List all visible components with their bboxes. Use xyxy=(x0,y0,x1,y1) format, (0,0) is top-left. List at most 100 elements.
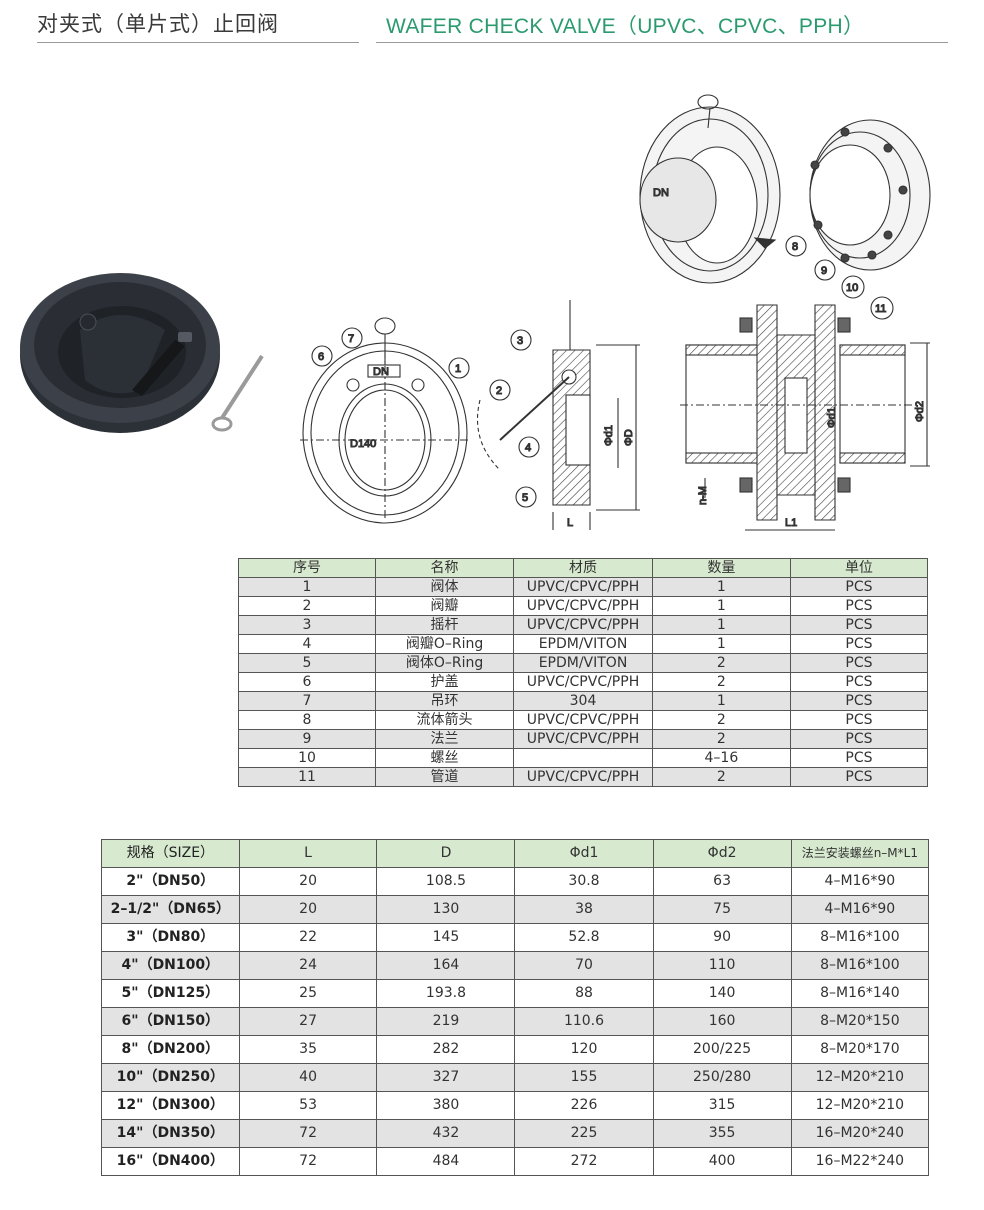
table-cell: 1 xyxy=(651,596,791,616)
table-cell: 护盖 xyxy=(374,672,515,692)
table-cell: 30.8 xyxy=(514,867,654,896)
table-cell: 63 xyxy=(652,867,792,896)
table-cell: 355 xyxy=(652,1119,792,1148)
callout-7: 7 xyxy=(348,333,354,345)
page-title-cn: 对夹式（单片式）止回阀 xyxy=(37,12,279,36)
table-cell: 35 xyxy=(238,1035,378,1064)
valve-photo xyxy=(20,273,264,433)
table-cell: PCS xyxy=(789,634,929,654)
table-cell: 90 xyxy=(652,923,792,952)
column-header: Φd2 xyxy=(652,839,792,868)
table-cell: 流体箭头 xyxy=(374,710,515,730)
table-cell: 管道 xyxy=(374,767,515,787)
table-cell: UPVC/CPVC/PPH xyxy=(513,615,653,635)
table-cell: 16–M20*240 xyxy=(790,1119,930,1148)
table-cell: EPDM/VITON xyxy=(513,653,653,673)
table-cell: 1 xyxy=(651,691,791,711)
table-cell: 10"（DN250） xyxy=(101,1063,240,1092)
callout-3: 3 xyxy=(517,335,523,347)
table-cell: 2–1/2"（DN65） xyxy=(101,895,240,924)
table-cell: 8–M20*150 xyxy=(790,1007,930,1036)
table-cell: 304 xyxy=(513,691,653,711)
table-cell: 阀体O–Ring xyxy=(374,653,515,673)
table-cell: 22 xyxy=(238,923,378,952)
table-cell: 20 xyxy=(238,895,378,924)
table-cell: 24 xyxy=(238,951,378,980)
table-cell: 8–M16*140 xyxy=(790,979,930,1008)
table-cell: 8 xyxy=(238,710,376,730)
table-cell: 5"（DN125） xyxy=(101,979,240,1008)
callout-6: 6 xyxy=(318,351,324,363)
table-cell: PCS xyxy=(789,691,929,711)
table-cell: 75 xyxy=(652,895,792,924)
table-cell: 8–M16*100 xyxy=(790,951,930,980)
table-cell: 25 xyxy=(238,979,378,1008)
valve-drawing: DN 8 DN D140 7 6 1 xyxy=(20,94,931,531)
table-cell: 72 xyxy=(238,1147,378,1176)
cap-mark: DN xyxy=(653,187,669,199)
table-cell: 272 xyxy=(514,1147,654,1176)
table-cell: 16"（DN400） xyxy=(101,1147,240,1176)
table-cell: 72 xyxy=(238,1119,378,1148)
table-header-row: 序号名称材质数量单位 xyxy=(238,558,929,578)
callout-9: 9 xyxy=(821,265,827,277)
table-cell: UPVC/CPVC/PPH xyxy=(513,577,653,597)
table-cell: 10 xyxy=(238,748,376,768)
table-cell: PCS xyxy=(789,577,929,597)
table-cell: 200/225 xyxy=(652,1035,792,1064)
page-title-en: WAFER CHECK VALVE（UPVC、CPVC、PPH） xyxy=(386,15,865,38)
table-cell: 8–M20*170 xyxy=(790,1035,930,1064)
table-cell: 4–16 xyxy=(651,748,791,768)
dim-d1-assembly: Φd1 xyxy=(826,407,838,428)
table-cell: 4–M16*90 xyxy=(790,895,930,924)
table-cell: UPVC/CPVC/PPH xyxy=(513,767,653,787)
table-cell: 225 xyxy=(514,1119,654,1148)
table-cell: 16–M22*240 xyxy=(790,1147,930,1176)
table-cell: 8–M16*100 xyxy=(790,923,930,952)
table-cell: UPVC/CPVC/PPH xyxy=(513,729,653,749)
table-cell: 27 xyxy=(238,1007,378,1036)
dim-d1: Φd1 xyxy=(603,425,615,446)
table-cell: 吊环 xyxy=(374,691,515,711)
table-cell: 阀体 xyxy=(374,577,515,597)
valve-side-section: 3 2 4 5 L Φd1 ΦD xyxy=(476,300,640,530)
table-cell: 12"（DN300） xyxy=(101,1091,240,1120)
table-cell: 193.8 xyxy=(376,979,516,1008)
column-header: 序号 xyxy=(238,558,376,578)
title-divider-en xyxy=(376,42,948,43)
table-cell: 8"（DN200） xyxy=(101,1035,240,1064)
valve-isometric: DN 8 xyxy=(639,94,807,284)
table-cell: 88 xyxy=(514,979,654,1008)
table-cell: PCS xyxy=(789,653,929,673)
table-cell: PCS xyxy=(789,596,929,616)
table-cell: 282 xyxy=(376,1035,516,1064)
table-cell: 327 xyxy=(376,1063,516,1092)
callout-11: 11 xyxy=(875,303,886,315)
table-cell: 6"（DN150） xyxy=(101,1007,240,1036)
column-header: 名称 xyxy=(374,558,515,578)
table-cell: PCS xyxy=(789,710,929,730)
table-cell: UPVC/CPVC/PPH xyxy=(513,710,653,730)
table-cell: 70 xyxy=(514,951,654,980)
table-cell: 219 xyxy=(376,1007,516,1036)
table-cell: 432 xyxy=(376,1119,516,1148)
table-cell: 1 xyxy=(238,577,376,597)
table-cell: 4 xyxy=(238,634,376,654)
table-cell: 1 xyxy=(651,634,791,654)
callout-8: 8 xyxy=(792,241,798,253)
